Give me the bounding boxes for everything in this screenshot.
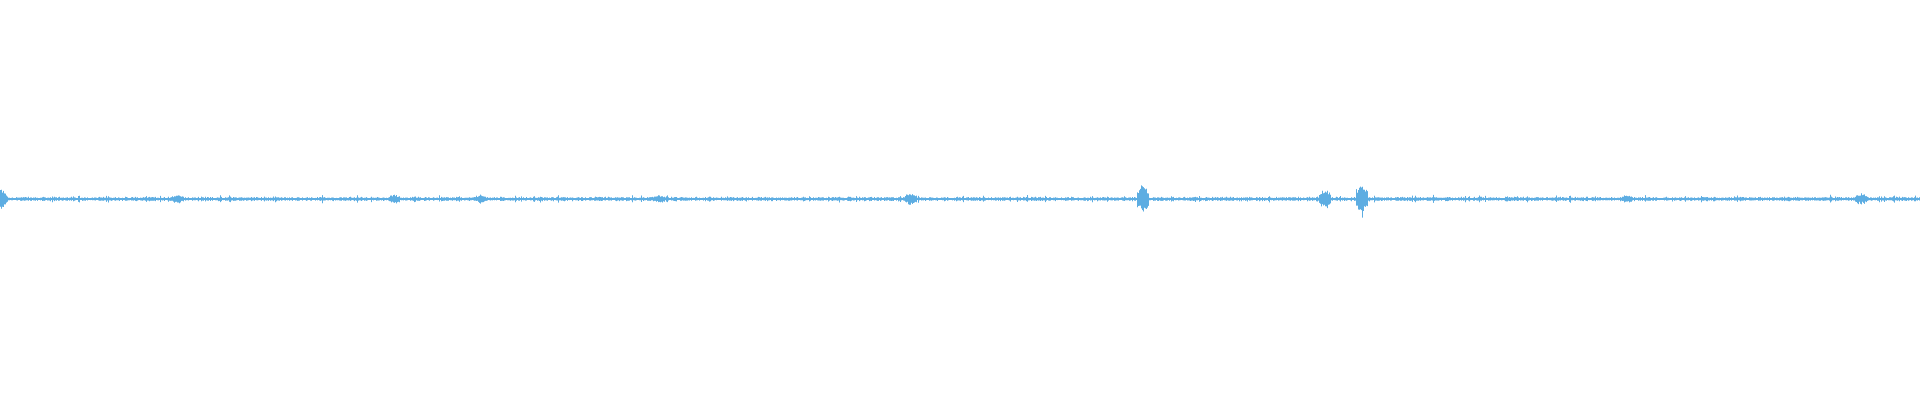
waveform-trace — [0, 185, 1920, 218]
